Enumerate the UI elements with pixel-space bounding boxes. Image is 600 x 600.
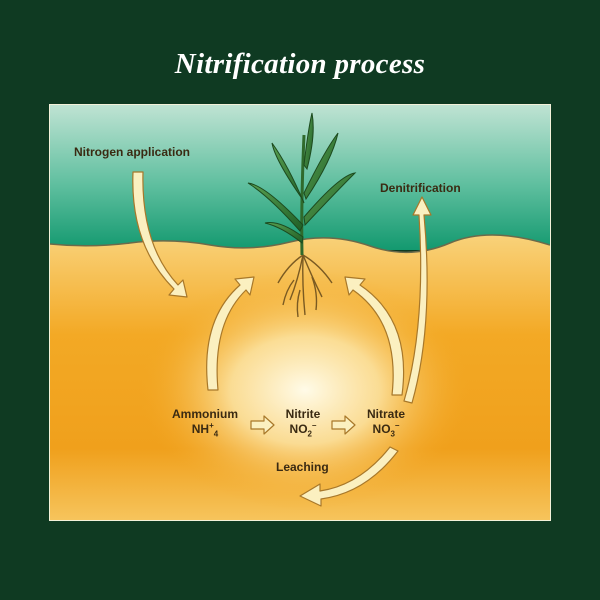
- leaching-arrow: [299, 446, 399, 507]
- nitrogen-application-arrow: [132, 171, 188, 298]
- plant: [247, 112, 357, 256]
- nitrite-to-nitrate-arrow: [331, 415, 356, 435]
- diagram-panel: Nitrogen application Denitrification Amm…: [49, 104, 551, 521]
- denitrification-arrow: [403, 196, 432, 404]
- diagram-graphic: [50, 105, 550, 520]
- nitrite-label: Nitrite: [285, 407, 321, 421]
- nitrate-uptake-arrow: [344, 276, 405, 396]
- denitrification-label: Denitrification: [380, 181, 461, 195]
- ammonium-label: Ammonium: [172, 407, 238, 421]
- ammonium-node: Ammonium NH+4: [168, 407, 242, 438]
- ammonium-formula: NH+4: [191, 421, 219, 439]
- nitrate-label: Nitrate: [366, 407, 405, 421]
- leaching-label: Leaching: [276, 460, 329, 474]
- nitrite-formula: NO2–: [289, 421, 317, 439]
- page-title: Nitrification process: [174, 48, 426, 80]
- nitrate-node: Nitrate NO3–: [356, 407, 416, 438]
- ammonium-uptake-arrow: [206, 276, 255, 391]
- nitrate-formula: NO3–: [372, 421, 400, 439]
- nitrite-node: Nitrite NO2–: [276, 407, 330, 438]
- nitrogen-application-label: Nitrogen application: [74, 145, 191, 159]
- ground-line: [50, 234, 550, 253]
- plant-roots: [277, 254, 333, 318]
- ammonium-to-nitrite-arrow: [250, 415, 275, 435]
